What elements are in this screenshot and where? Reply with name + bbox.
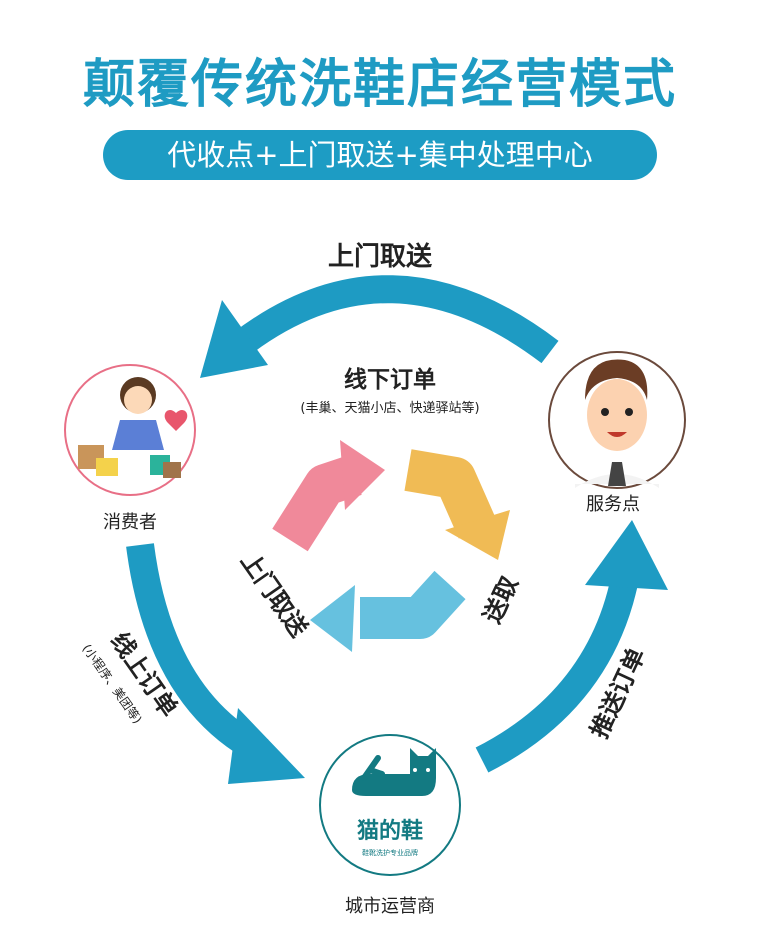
operator-label: 城市运营商 <box>345 896 435 917</box>
left-arrow <box>126 543 305 784</box>
recycle-blue-arrow <box>310 570 466 652</box>
page-title: 颠覆传统洗鞋店经营模式 <box>82 55 677 115</box>
inner-left-label: 上门取送 <box>235 547 314 643</box>
right-arrow <box>475 520 668 773</box>
center-title: 线下订单 <box>344 366 436 393</box>
logo-name: 猫的鞋 <box>357 818 423 844</box>
recycle-yellow-arrow <box>404 449 510 560</box>
girl-shopping-icon <box>78 377 188 478</box>
service-point-label: 服务点 <box>586 494 640 515</box>
operator-node: 猫的鞋 鞋靴洗护专业品牌 <box>319 734 461 876</box>
logo-tagline: 鞋靴洗护专业品牌 <box>362 848 418 857</box>
top-arrow-label: 上门取送 <box>328 242 432 272</box>
recycle-pink-arrow <box>272 440 385 552</box>
subtitle-banner: 代收点+上门取送+集中处理中心 <box>103 130 657 180</box>
man-avatar-icon <box>575 359 659 488</box>
service-point-node <box>548 351 686 489</box>
top-arrow <box>200 275 559 378</box>
center-note: (丰巢、天猫小店、快递驿站等) <box>300 400 479 416</box>
cat-logo-icon <box>352 748 436 796</box>
inner-right-label: 送取 <box>478 572 524 627</box>
consumer-node <box>64 364 196 496</box>
consumer-label: 消费者 <box>103 512 157 533</box>
